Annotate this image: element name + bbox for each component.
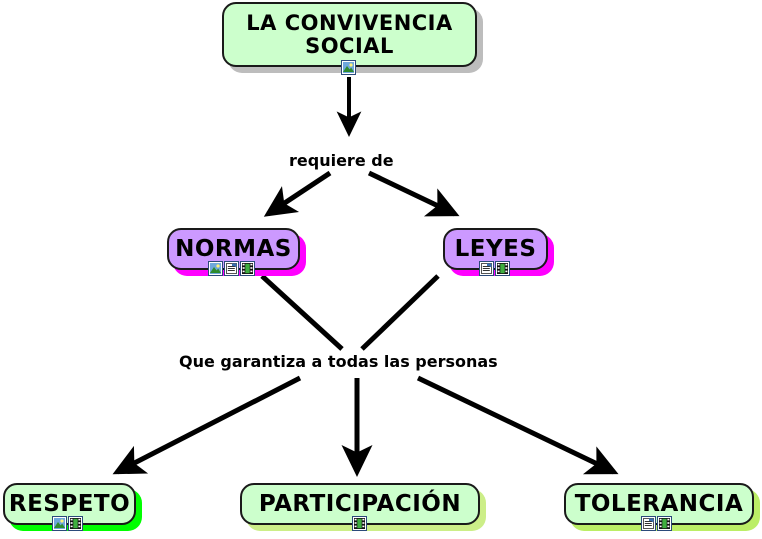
picture-icon[interactable] [52, 516, 67, 531]
film-icon[interactable] [68, 516, 83, 531]
icon-strip-participacion[interactable] [352, 516, 367, 531]
edge-garantiza-respeto [112, 375, 302, 475]
link-label-que-garantiza[interactable]: Que garantiza a todas las personas [179, 354, 498, 370]
node-leyes[interactable]: LEYES [443, 228, 548, 270]
node-label: LA CONVIVENCIA SOCIAL [246, 10, 453, 58]
node-label: PARTICIPACIÓN [258, 490, 462, 517]
icon-strip-normas[interactable] [208, 261, 255, 276]
edge-requiere-normas [263, 170, 332, 217]
node-label: LEYES [454, 235, 537, 262]
node-label: TOLERANCIA [574, 490, 744, 517]
node-label: RESPETO [8, 490, 131, 517]
film-icon[interactable] [495, 261, 510, 276]
document-icon[interactable] [641, 516, 656, 531]
film-icon[interactable] [240, 261, 255, 276]
edge-garantiza-tolerancia [416, 375, 619, 475]
link-label-text: Que garantiza a todas las personas [179, 352, 498, 371]
document-icon[interactable] [479, 261, 494, 276]
film-icon[interactable] [352, 516, 367, 531]
edge-leyes-garantiza [360, 274, 440, 351]
picture-icon[interactable] [208, 261, 223, 276]
icon-strip-respeto[interactable] [52, 516, 83, 531]
link-label-requiere-de[interactable]: requiere de [289, 153, 394, 169]
node-label: NORMAS [175, 235, 292, 262]
picture-icon[interactable] [341, 60, 356, 75]
film-icon[interactable] [657, 516, 672, 531]
node-la-convivencia-social[interactable]: LA CONVIVENCIA SOCIAL [222, 2, 477, 67]
document-icon[interactable] [224, 261, 239, 276]
icon-strip-convivencia[interactable] [341, 60, 356, 75]
edge-requiere-leyes [367, 170, 460, 217]
link-label-text: requiere de [289, 151, 394, 170]
edge-normas-garantiza [260, 274, 344, 351]
icon-strip-leyes[interactable] [479, 261, 510, 276]
icon-strip-tolerancia[interactable] [641, 516, 672, 531]
